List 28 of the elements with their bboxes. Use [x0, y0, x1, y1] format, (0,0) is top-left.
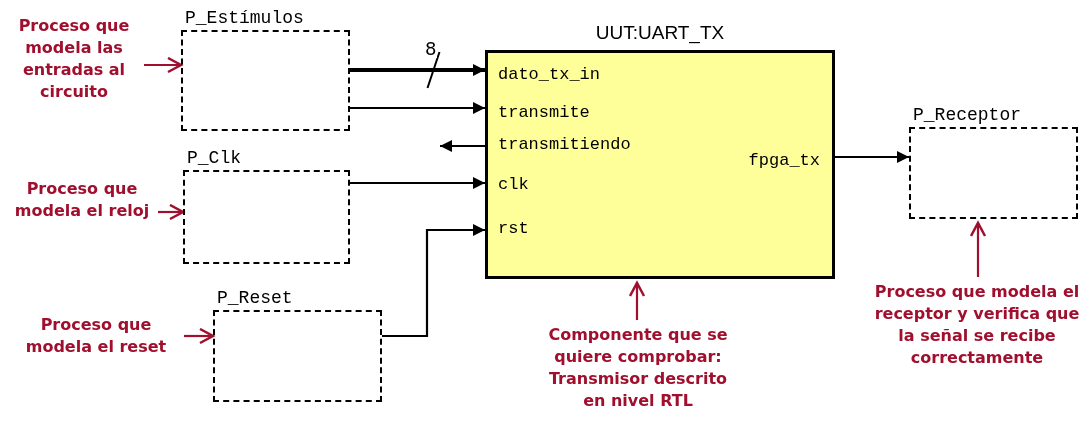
annotation-arrow: [184, 327, 215, 345]
port-label: dato_tx_in: [498, 65, 601, 85]
block-title: P_Clk: [187, 148, 241, 168]
annotation-text: Proceso que modela el reset: [8, 314, 184, 358]
annotation-text: Componente que se quiere comprobar: Transmisor descrito en nivel RTL: [538, 324, 738, 412]
annotation-text: Proceso que modela el receptor y verifica que la señal se recibe correctamente: [866, 281, 1088, 369]
edge-label: 8: [424, 40, 438, 58]
annotation-arrow: [628, 281, 646, 320]
signal-arrow: [835, 151, 909, 163]
port-label: transmitiendo: [498, 135, 631, 155]
bus-arrow: [350, 64, 485, 76]
annotation-arrow: [144, 56, 183, 74]
port-label: clk: [498, 175, 529, 195]
port-label: rst: [498, 219, 529, 239]
signal-arrow: [350, 177, 485, 189]
annotation-arrow: [158, 203, 185, 221]
port-label: transmite: [498, 103, 590, 123]
signal-arrow: [440, 140, 485, 152]
annotation-text: Proceso que modela el reloj: [6, 178, 158, 222]
annotation-arrow: [969, 221, 987, 277]
block-title: P_Receptor: [913, 105, 1022, 125]
block-title: P_Reset: [217, 288, 293, 308]
port-label: fpga_tx: [748, 151, 820, 171]
signal-arrow: [350, 102, 485, 114]
component-title: UUT:UART_TX: [594, 22, 726, 44]
signal-arrow: [382, 224, 485, 338]
block-title: P_Estímulos: [185, 8, 304, 28]
annotation-text: Proceso que modela las entradas al circuito: [4, 15, 144, 103]
